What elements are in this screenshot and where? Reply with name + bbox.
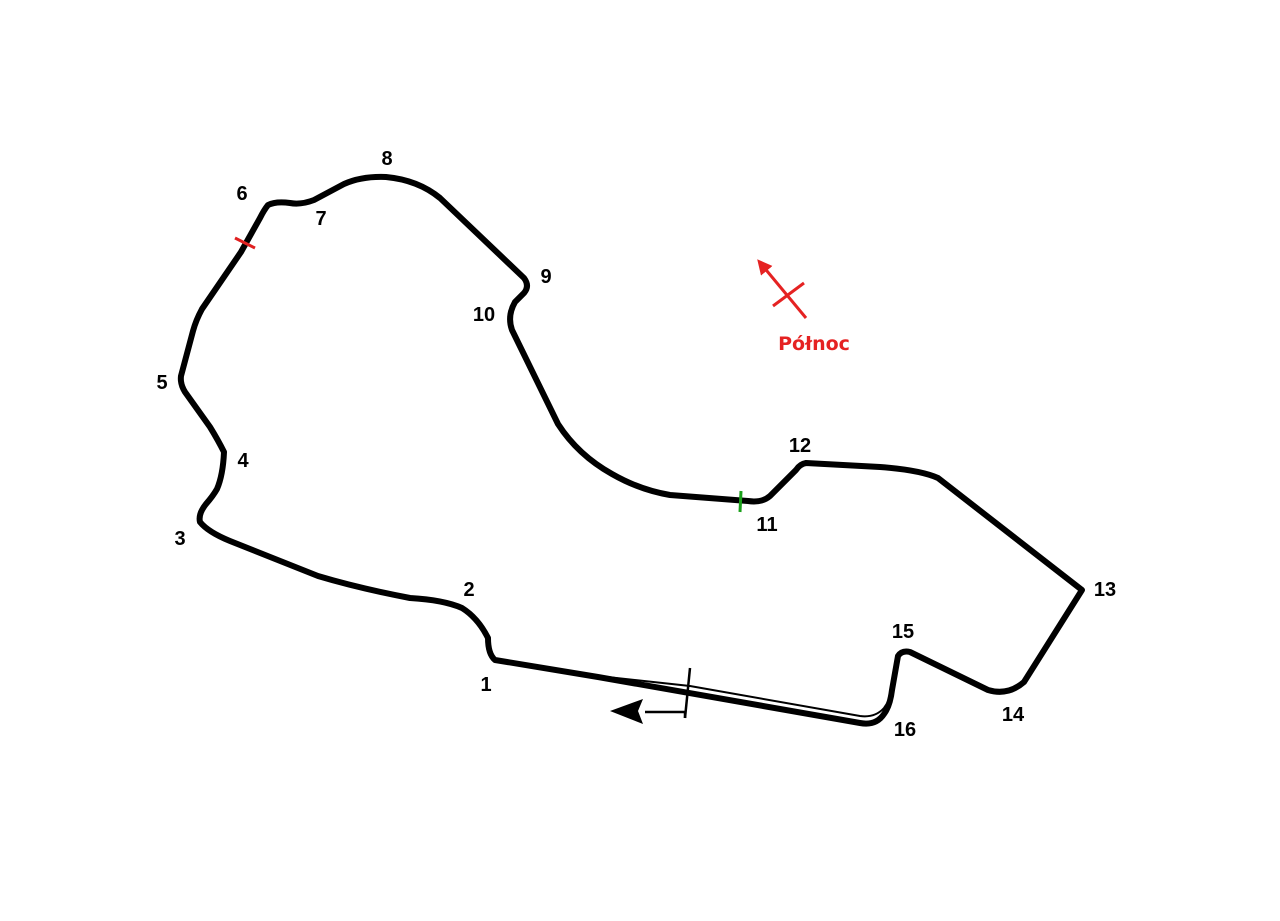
- turn-label-6: 6: [236, 183, 247, 205]
- turn-label-11: 11: [756, 514, 777, 536]
- turn-label-16: 16: [894, 719, 916, 741]
- turn-label-10: 10: [473, 304, 495, 326]
- north-compass: Północ: [757, 259, 850, 355]
- start-finish-line: [683, 667, 692, 719]
- turn-label-8: 8: [381, 148, 392, 170]
- sector-marker-red: [234, 236, 256, 250]
- turn-label-2: 2: [463, 579, 474, 601]
- pit-lane-line: [597, 675, 892, 718]
- direction-arrow-icon: [610, 699, 643, 724]
- turn-labels: 1 2 3 4 5 6 7 8 9 10 11 12 13 14 15 16: [156, 148, 1116, 741]
- turn-label-13: 13: [1094, 579, 1116, 601]
- direction-arrow-stem: [645, 710, 687, 718]
- turn-label-3: 3: [174, 528, 185, 550]
- turn-label-14: 14: [1002, 704, 1025, 726]
- north-label: Północ: [778, 333, 850, 355]
- turn-label-15: 15: [892, 621, 914, 643]
- north-arrow-icon: [757, 259, 808, 319]
- turn-label-9: 9: [540, 266, 551, 288]
- turn-label-1: 1: [480, 674, 491, 696]
- track-outline: [177, 173, 1085, 727]
- sector-marker-green: [738, 490, 743, 513]
- north-arrow-crossbar: [772, 281, 805, 308]
- turn-label-12: 12: [789, 435, 811, 457]
- turn-label-7: 7: [315, 208, 326, 230]
- turn-label-4: 4: [237, 450, 249, 472]
- turn-label-5: 5: [156, 372, 167, 394]
